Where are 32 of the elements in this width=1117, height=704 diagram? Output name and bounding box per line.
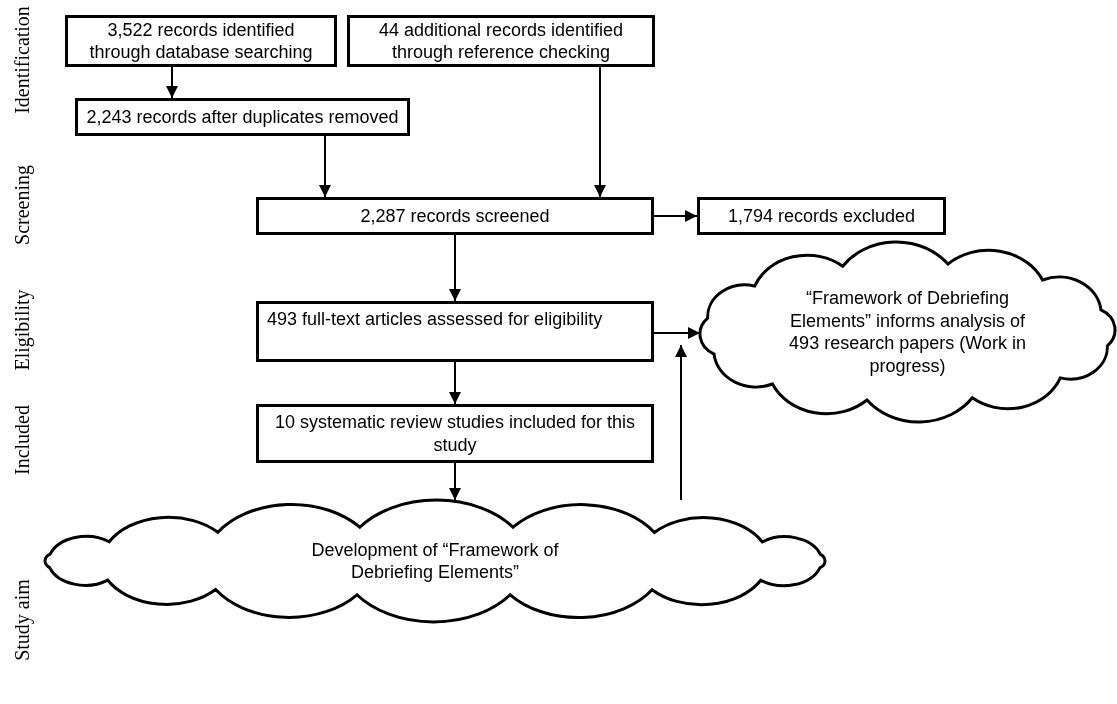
node-text: 2,243 records after duplicates removed <box>86 105 399 129</box>
arrow <box>319 135 331 198</box>
process-box <box>256 404 654 463</box>
process-box <box>697 197 946 235</box>
node-text: 10 systematic review studies included for this study <box>273 411 637 456</box>
arrow <box>675 344 687 501</box>
arrow <box>449 462 461 501</box>
node-text: 3,522 records identified through database searching <box>88 18 314 64</box>
arrow <box>449 234 461 302</box>
process-box <box>256 197 654 235</box>
process-box <box>75 98 410 136</box>
stage-label: Included <box>12 405 32 475</box>
arrow <box>594 66 606 198</box>
arrow <box>653 327 701 339</box>
node-text: 2,287 records screened <box>360 204 550 228</box>
process-box <box>65 15 337 67</box>
cloud-shape <box>45 500 825 622</box>
process-box <box>347 15 655 67</box>
stage-label: Screening <box>12 165 32 245</box>
node-text: “Framework of Debriefing Elements” informs analysis of 493 research papers (Work in progress) <box>788 287 1027 377</box>
stage-label: Identification <box>12 6 32 114</box>
stage-label: Study aim <box>12 579 32 661</box>
node-text: 44 additional records identified through reference checking <box>377 18 625 64</box>
stage-label: Eligibility <box>12 289 32 371</box>
node-text: Development of “Framework of Debriefing Elements” <box>310 538 560 584</box>
node-text: 1,794 records excluded <box>727 204 916 228</box>
cloud-shape <box>700 242 1115 422</box>
arrow <box>166 66 178 99</box>
arrow <box>653 210 698 222</box>
arrow <box>449 361 461 405</box>
process-box <box>256 301 654 362</box>
node-text: 493 full-text articles assessed for eligibility <box>267 308 603 331</box>
